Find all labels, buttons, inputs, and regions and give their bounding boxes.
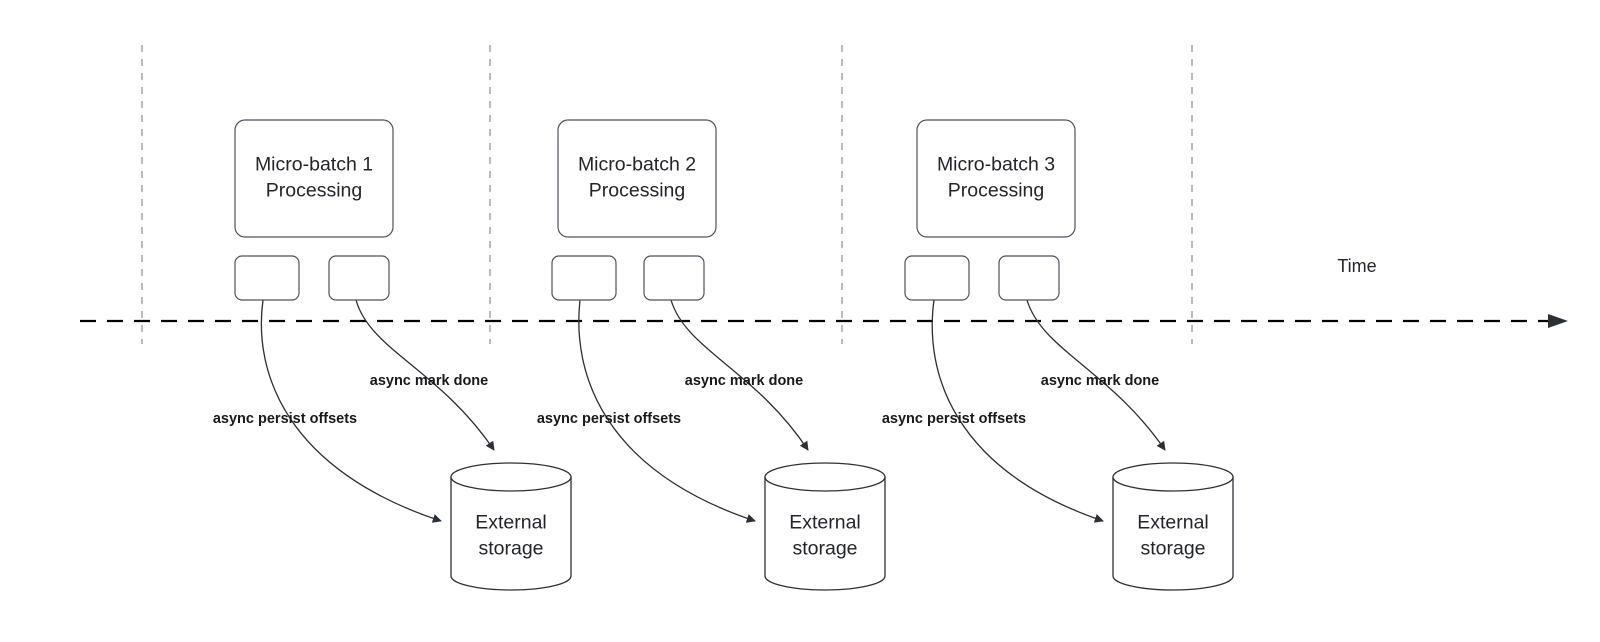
external-storage-cylinder-top [450, 462, 572, 492]
async-mark-done-label: async mark done [1041, 373, 1159, 389]
external-storage-label-line2: storage [792, 538, 857, 560]
async-persist-offsets-label: async persist offsets [537, 411, 681, 427]
async-persist-offsets-label: async persist offsets [213, 411, 357, 427]
external-storage-cylinder-top [764, 462, 886, 492]
mark-done-edge [355, 299, 495, 451]
micro-batch-subtitle: Processing [589, 180, 685, 202]
async-persist-offsets-label: async persist offsets [882, 411, 1026, 427]
external-storage-cylinder-top [1112, 462, 1234, 492]
timeline-axis: Time [80, 256, 1568, 328]
persist-offsets-task[interactable] [234, 255, 300, 301]
micro-batch-box[interactable] [234, 119, 394, 238]
async-mark-done-label: async mark done [370, 373, 488, 389]
mark-done-edge [670, 299, 809, 451]
external-storage-label-line2: storage [478, 538, 543, 560]
mark-done-task[interactable] [643, 255, 705, 301]
micro-batch-subtitle: Processing [948, 180, 1044, 202]
persist-offsets-edge [931, 299, 1104, 523]
mark-done-edge [1026, 299, 1166, 451]
external-storage-cylinder-body[interactable] [764, 476, 886, 591]
micro-batch-box[interactable] [557, 119, 717, 238]
external-storage-label-line1: External [789, 512, 861, 534]
micro-batch-subtitle: Processing [266, 180, 362, 202]
persist-offsets-task[interactable] [904, 255, 970, 301]
micro-batch-title: Micro-batch 1 [255, 154, 373, 176]
external-storage-label-line2: storage [1140, 538, 1205, 560]
mark-done-task[interactable] [998, 255, 1060, 301]
persist-offsets-edge [260, 299, 442, 523]
external-storage-cylinder-body[interactable] [450, 476, 572, 591]
micro-batch-box[interactable] [916, 119, 1076, 238]
persist-offsets-task[interactable] [551, 255, 617, 301]
time-axis-arrowhead [1548, 314, 1568, 328]
micro-batch-title: Micro-batch 3 [937, 154, 1055, 176]
external-storage-cylinder-body[interactable] [1112, 476, 1234, 591]
external-storage-label-line1: External [1137, 512, 1209, 534]
micro-batch-title: Micro-batch 2 [578, 154, 696, 176]
persist-offsets-edge [578, 299, 756, 523]
async-mark-done-label: async mark done [685, 373, 803, 389]
time-axis-label: Time [1337, 256, 1376, 276]
external-storage-label-line1: External [475, 512, 547, 534]
mark-done-task[interactable] [328, 255, 390, 301]
